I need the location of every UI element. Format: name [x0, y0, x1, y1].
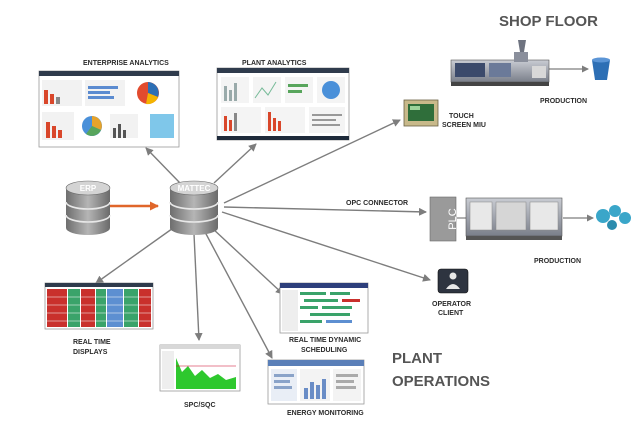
- bucket-icon: [592, 57, 610, 80]
- touch-screen-miu-icon: [403, 99, 439, 127]
- plant-operations-heading-line1: PLANT: [392, 350, 442, 367]
- arrow-to-touch-screen: [223, 119, 401, 204]
- arrow-to-energy-monitoring: [204, 231, 273, 359]
- rt-scheduling-label-line2: SCHEDULING: [301, 347, 348, 354]
- plant-operations-heading-line2: OPERATIONS: [392, 373, 490, 390]
- rt-scheduling-label-line1: REAL TIME DYNAMIC: [289, 337, 361, 344]
- operator-client-label-line2: CLIENT: [438, 310, 464, 317]
- operator-client-icon: [437, 268, 469, 294]
- mattec-database-icon: MATTEC: [169, 180, 219, 235]
- production-parts-icon: [596, 205, 631, 230]
- touch-screen-label-line2: SCREEN MIU: [442, 122, 486, 129]
- arrow-to-operator-client: [221, 211, 431, 282]
- arrow-to-plant-analytics: [213, 143, 257, 184]
- operator-client-label-line1: OPERATOR: [432, 301, 471, 308]
- real-time-displays-label-line2: DISPLAYS: [73, 349, 108, 356]
- arrow-to-rt-scheduling: [211, 227, 284, 295]
- arrow-to-enterprise-analytics: [145, 147, 181, 184]
- injection-molding-machine-icon: [450, 40, 550, 86]
- plc-device-icon: PLC: [429, 196, 459, 242]
- spc-sqc-label: SPC/SQC: [184, 402, 216, 409]
- real-time-displays-thumbnail: [44, 282, 154, 330]
- rt-scheduling-gantt-thumbnail: [279, 282, 369, 334]
- arrow-to-spc-sqc: [193, 233, 203, 341]
- plant-analytics-dashboard-thumbnail: [216, 67, 350, 141]
- shop-floor-heading: SHOP FLOOR: [499, 13, 598, 30]
- opc-connector-label: OPC CONNECTOR: [346, 200, 408, 207]
- plant-analytics-label: PLANT ANALYTICS: [242, 60, 307, 67]
- connectors: [95, 65, 594, 359]
- plc-label: PLC: [447, 208, 459, 229]
- enterprise-analytics-dashboard-thumbnail: [38, 70, 180, 148]
- erp-label: ERP: [80, 184, 97, 193]
- real-time-displays-label-line1: REAL TIME: [73, 339, 111, 346]
- touch-screen-label-line1: TOUCH: [449, 113, 474, 120]
- production-top-label: PRODUCTION: [540, 98, 587, 105]
- spc-sqc-chart-thumbnail: [159, 344, 241, 392]
- energy-monitoring-label: ENERGY MONITORING: [287, 410, 364, 417]
- mattec-label: MATTEC: [178, 184, 211, 193]
- arrow-to-real-time-displays: [95, 225, 177, 284]
- production-mid-label: PRODUCTION: [534, 258, 581, 265]
- enterprise-analytics-label: ENTERPRISE ANALYTICS: [83, 60, 169, 67]
- packaging-machine-icon: [465, 197, 563, 240]
- energy-monitoring-dashboard-thumbnail: [267, 359, 365, 405]
- erp-database-icon: ERP: [65, 180, 111, 235]
- arrow-to-plc: [223, 206, 427, 216]
